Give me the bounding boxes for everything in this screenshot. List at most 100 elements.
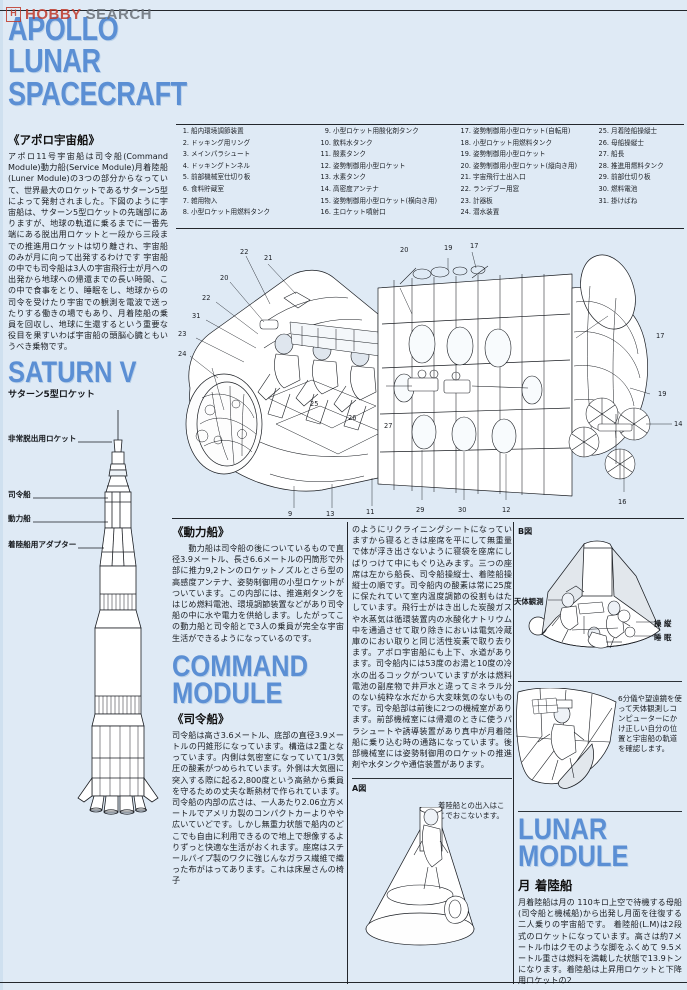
legend-item-label: 姿勢制御用小型ロケット(自転用) (473, 127, 571, 135)
legend-item-number: 10. (320, 138, 332, 147)
svg-text:20: 20 (400, 246, 408, 254)
lunar-module-divider (518, 811, 682, 812)
legend-item: 27.船長 (596, 149, 681, 161)
legend-item-label: メインパラシュート (191, 150, 251, 159)
legend-item: 3.メインパラシュート (176, 149, 318, 161)
masthead: APOLLO LUNAR SPACECRAFT (8, 10, 348, 112)
legend-item-number: 4. (182, 161, 189, 170)
legend-item-label: 姿勢制御用小型ロケット(横向き用) (333, 196, 438, 205)
legend-item-number: 8. (182, 208, 189, 217)
legend-item-label: 前部仕切り板 (611, 173, 651, 182)
callout-service-module: 動力船 (8, 512, 33, 524)
callout-lm-adapter: 着陸船用アダプター (8, 538, 79, 550)
title-line-spacecraft: SPACECRAFT (8, 74, 187, 112)
legend-item-label: 船内環境調節装置 (191, 127, 244, 135)
legend-item-label: 計器板 (473, 196, 493, 205)
watermark-suffix: SEARCH (85, 6, 153, 23)
csm-cutaway-drawing: 22 21 20 22 31 23 24 20 19 17 17 19 14 1… (178, 242, 682, 518)
legend-item-label: 水素タンク (333, 173, 366, 182)
service-module-heading: 《動力船》 (172, 525, 230, 539)
legend-item-label: 船長 (611, 150, 625, 159)
legend-item-label: 雑用物入 (191, 196, 218, 205)
svg-text:11: 11 (366, 508, 374, 516)
lunar-module-column: B図 (514, 524, 682, 987)
lunar-module-body: 月着陸船は月の 110キロ上空で待機する母船(司令船と機械船)から出発し月面を往… (518, 897, 682, 986)
svg-text:24: 24 (178, 350, 186, 358)
svg-text:30: 30 (458, 506, 466, 514)
legend-item-number: 6. (182, 184, 189, 193)
legend-item: 19.姿勢制御用小型ロケット (458, 149, 596, 161)
legend-item: 4.ドッキングトンネル (176, 161, 318, 173)
svg-text:26: 26 (348, 414, 356, 422)
legend-item-label: 小型ロケット用酸化剤タンク (333, 127, 419, 135)
legend-item: 22.ランデブー用窓 (458, 184, 596, 196)
legend-item-number: 15. (320, 196, 332, 205)
svg-text:25: 25 (310, 400, 318, 408)
legend-item-label: 食料貯蔵室 (191, 184, 224, 193)
legend-item: 2.ドッキング用リング (176, 138, 318, 150)
hobby-search-watermark: H HOBBY SEARCH (6, 6, 152, 23)
figure-b-label-observation: 天体観測 (514, 597, 544, 606)
legend-item-label: 姿勢制御用小型ロケット(縦向き用) (473, 161, 578, 170)
service-module-body: 動力船は司令船の後についているもので直径3.9メートル、長さ6.6メートルの円筒… (172, 543, 344, 643)
svg-text:20: 20 (220, 274, 228, 282)
legend-item: 5.前部機械室仕切り板 (176, 172, 318, 184)
callout-escape-rocket: 非常脱出用ロケット (8, 432, 79, 444)
svg-text:17: 17 (470, 242, 478, 250)
legend-item-label: 推進用燃料タンク (611, 161, 664, 170)
legend-item-number: 13. (320, 173, 332, 182)
bottom-rule (0, 982, 687, 983)
cutaway-callout-numbers: 22 21 20 22 31 23 24 20 19 17 17 19 14 1… (178, 242, 682, 518)
legend-item: 17.姿勢制御用小型ロケット(自転用) (458, 126, 596, 138)
figure-a-note: 着陸船との出入はここでおこないます。 (438, 801, 505, 821)
top-rule (0, 10, 687, 11)
legend-item-number: 31. (598, 196, 610, 205)
legend-item-label: 母船操縦士 (611, 138, 644, 147)
hobby-search-badge-icon: H (6, 7, 21, 22)
legend-item-number: 19. (460, 150, 472, 159)
legend-item-number: 17. (460, 127, 472, 135)
lunar-module-title-line2: MODULE (518, 840, 629, 873)
divider-b-c (347, 522, 348, 984)
legend-item-label: ドッキングトンネル (191, 161, 251, 170)
title-line-apollo: APOLLO (8, 10, 119, 47)
divider-c-d (513, 522, 514, 984)
legend-item-label: 燃料電池 (611, 184, 638, 193)
svg-text:16: 16 (618, 498, 626, 506)
legend-item: 18.小型ロケット用燃料タンク (458, 138, 596, 150)
legend-item-label: 小型ロケット用燃料タンク (191, 208, 271, 217)
legend-item: 28.推進用燃料タンク (596, 161, 681, 173)
svg-text:29: 29 (416, 506, 424, 514)
svg-text:22: 22 (240, 248, 248, 256)
legend-item: 13.水素タンク (318, 172, 458, 184)
legend-item: 23.計器板 (458, 196, 596, 208)
legend-item: 26.母船操縦士 (596, 138, 681, 150)
saturn-subtitle: サターン5型ロケット (8, 389, 95, 400)
watermark-brand: HOBBY (25, 6, 82, 23)
svg-text:23: 23 (178, 330, 186, 338)
legend-item-label: 前部機械室仕切り板 (191, 173, 251, 182)
legend-item-number: 23. (460, 196, 472, 205)
legend-item: 25.月着陸船操縦士 (596, 126, 681, 138)
figure-b-label-sleeping: 睡 眠 (654, 633, 672, 642)
legend-item-number: 16. (320, 208, 332, 217)
saturn-v-diagram: 非常脱出用ロケット 司令船 動力船 着陸船用アダプター (8, 406, 168, 826)
legend-item: 30.燃料電池 (596, 184, 681, 196)
legend-item-number: 29. (598, 173, 610, 182)
title-line-lunar: LUNAR (8, 42, 101, 80)
command-module-title-line1: COMMAND (172, 649, 308, 683)
figure-c-navigation-drawing (516, 688, 617, 789)
svg-text:31: 31 (192, 312, 200, 320)
command-module-continuation-column: のようにリクライニングシートになっていますから寝るときは座席を平にして無重量で体… (352, 524, 512, 973)
legend-item-number: 22. (460, 184, 472, 193)
svg-text:14: 14 (674, 420, 682, 428)
legend-item-number: 9. (324, 127, 331, 135)
legend-item-number: 1. (182, 127, 189, 135)
legend-item: 8.小型ロケット用燃料タンク (176, 207, 318, 219)
saturn-title: SATURN V (8, 355, 137, 389)
legend-item-label: 潜水装置 (473, 208, 500, 217)
legend-item: 7.雑用物入 (176, 196, 318, 208)
